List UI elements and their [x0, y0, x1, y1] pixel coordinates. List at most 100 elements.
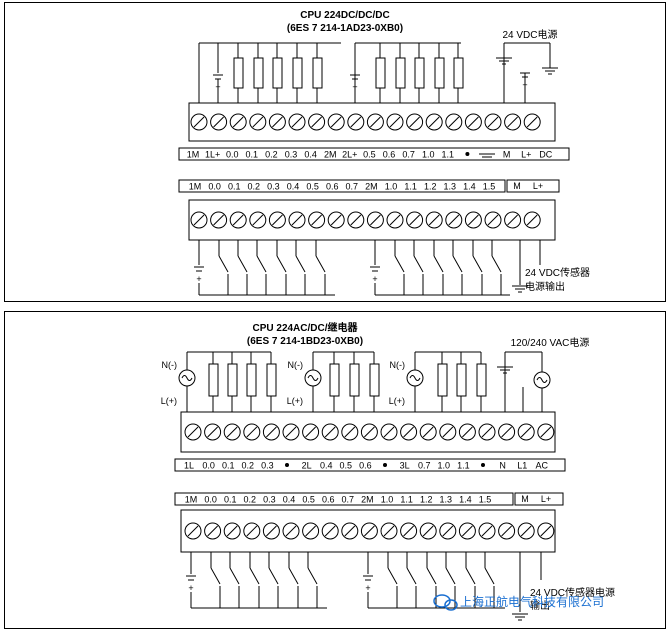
terminal-label: 0.1: [228, 182, 241, 192]
terminal-screw-icon: [484, 113, 502, 131]
ac-source-icon: [178, 369, 196, 387]
screw-slot: [193, 116, 205, 128]
ground-icon: [512, 613, 528, 621]
terminal-screw-icon: [478, 423, 496, 441]
terminal-label: 1.4: [459, 495, 472, 505]
screw-slot: [350, 214, 362, 226]
terminal-label: 0.4: [320, 461, 333, 471]
load-resistor-icon: [253, 57, 264, 89]
screw-slot: [232, 116, 244, 128]
screw-slot: [468, 214, 479, 226]
wechat-logo-icon: [433, 594, 458, 611]
terminal-label: 0.6: [326, 182, 339, 192]
terminal-screw-icon: [308, 211, 326, 229]
sensor-supply-label: 输出: [530, 599, 550, 612]
terminal-screw-icon: [347, 113, 365, 131]
terminal-label: 0.7: [346, 182, 359, 192]
terminal-screw-icon: [439, 423, 457, 441]
terminal-label: 0.1: [224, 495, 237, 505]
screw-slot: [526, 116, 538, 128]
ac-source-icon: [533, 371, 551, 389]
screw-slot: [462, 525, 473, 537]
screw-slot: [350, 116, 362, 128]
screw-slot: [383, 525, 395, 537]
screw-slot: [213, 214, 224, 226]
dc-source-icon: +: [194, 266, 204, 284]
terminal-label: N: [499, 461, 506, 471]
terminal-screw-icon: [366, 211, 384, 229]
screw-slot: [344, 525, 356, 537]
sensor-supply-label: 电源输出: [525, 280, 565, 293]
screw-slot: [364, 426, 375, 438]
terminal-label: 1.4: [463, 182, 476, 192]
terminal-label: 1L: [184, 461, 194, 471]
terminal-screw-icon: [360, 423, 378, 441]
screw-slot: [507, 116, 518, 128]
terminal-label: 0.2: [242, 461, 255, 471]
terminal-screw-icon: [327, 113, 345, 131]
source-label: N(-): [288, 360, 304, 370]
terminal-label: 1M: [185, 495, 198, 505]
screw-slot: [370, 214, 381, 226]
screw-slot: [442, 525, 454, 537]
terminal-screw-icon: [249, 211, 267, 229]
terminal-label: 0.6: [359, 461, 372, 471]
screw-slot: [389, 214, 401, 226]
terminal-screw-icon: [210, 211, 228, 229]
screw-slot: [207, 525, 218, 537]
terminal-label: 1M: [189, 182, 202, 192]
terminal-label: 0.7: [402, 150, 415, 160]
switch-icon: [276, 240, 287, 295]
terminal-label: 0.0: [204, 495, 217, 505]
terminal-screw-icon: [445, 113, 463, 131]
switch-blade: [288, 567, 299, 585]
switch-icon: [472, 240, 483, 295]
screw-slot: [285, 426, 297, 438]
wiring-diagram-dc: CPU 224DC/DC/DC(6ES 7 214-1AD23-0XB0)24 …: [178, 10, 590, 296]
diagram-title: CPU 224DC/DC/DC: [300, 10, 389, 21]
output-label-strip: [178, 147, 570, 161]
terminal-screw-icon: [406, 211, 424, 229]
terminal-screw-icon: [288, 113, 306, 131]
screw-slot: [232, 214, 244, 226]
terminal-screw-icon: [308, 113, 326, 131]
terminal-label: 1.0: [385, 182, 398, 192]
terminal-screw-icon: [268, 211, 286, 229]
screw-slot: [207, 426, 218, 438]
load-resistor-icon: [437, 363, 448, 397]
unused-terminal-dot: [481, 463, 485, 467]
terminal-label: 0.0: [208, 182, 221, 192]
switch-icon: [387, 552, 398, 608]
load-resistor-icon: [369, 363, 380, 397]
switch-blade: [452, 255, 463, 273]
switch-blade: [249, 567, 260, 585]
switch-icon: [268, 552, 279, 608]
terminal-label: 0.2: [244, 495, 257, 505]
terminal-label: 0.3: [263, 495, 276, 505]
screw-slot: [422, 426, 434, 438]
switch-blade: [218, 255, 229, 273]
terminal-screw-icon: [517, 423, 535, 441]
output-label-strip: [174, 458, 566, 472]
terminal-screw-icon: [537, 423, 555, 441]
plus-sign: +: [372, 274, 377, 284]
terminal-label: 1M: [187, 150, 200, 160]
unused-terminal-dot: [285, 463, 289, 467]
source-label: N(-): [390, 360, 406, 370]
switch-blade: [237, 255, 248, 273]
load-resistor-icon: [208, 363, 219, 397]
terminal-screw-icon: [282, 522, 300, 540]
screw-slot: [305, 426, 316, 438]
terminal-label: 0.7: [342, 495, 355, 505]
terminal-screw-icon: [498, 423, 516, 441]
switch-icon: [484, 552, 495, 608]
switch-blade: [394, 255, 405, 273]
screw-slot: [311, 214, 322, 226]
dc-source-icon: +: [350, 74, 360, 92]
terminal-screw-icon: [380, 522, 398, 540]
screw-slot: [462, 426, 473, 438]
diagram-title: CPU 224AC/DC/继电器: [252, 321, 358, 334]
load-resistor-icon: [312, 57, 323, 89]
input-label-strip: [174, 492, 514, 506]
switch-blade: [426, 567, 437, 585]
